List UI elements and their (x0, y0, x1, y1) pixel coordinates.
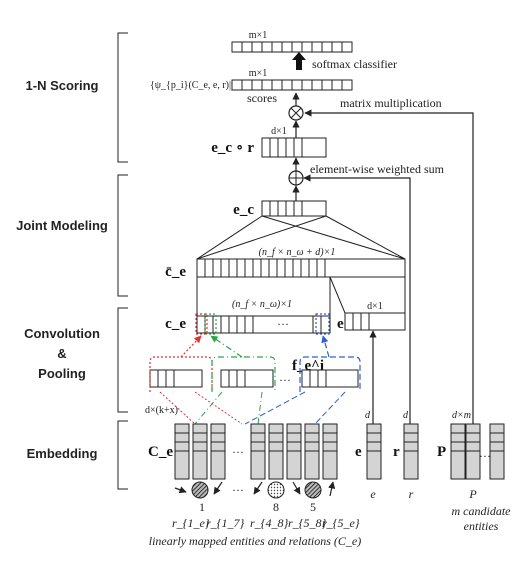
psi-set-label: {ψ_{p_i}(C_e, e, r)|p_i ∈ P} (150, 80, 267, 91)
r-d-label: d (403, 410, 409, 421)
arrow-r-to-sum (303, 174, 411, 424)
conv-lines-red (159, 391, 243, 425)
pool-region-green (211, 356, 276, 392)
r-embedding-column (403, 423, 419, 480)
kernel-dim-label: d×(k+x) (145, 405, 178, 416)
relation-r-sub: r (409, 487, 414, 501)
feature-map-3 (301, 369, 359, 388)
section-label-scoring: 1-N Scoring (26, 78, 99, 93)
pool-highlight-blue (315, 313, 330, 335)
scores-vector (231, 79, 353, 91)
pool-arrow-blue (321, 335, 330, 358)
scores-dim-label: m×1 (249, 68, 267, 79)
relation-r5e: r_{5_e} (322, 516, 360, 530)
relation-r58: r_{5_8} (288, 516, 326, 530)
e-embedding-column (366, 423, 382, 480)
P-label: P (437, 444, 446, 460)
relation-r1e: r_{1_e} (172, 516, 210, 530)
fully-connected-lines (196, 215, 406, 260)
section-label-joint: Joint Modeling (16, 218, 108, 233)
e-dim-label: d×1 (367, 301, 383, 312)
feature-map-2 (220, 369, 274, 388)
Ce-label: C_e (148, 444, 173, 460)
token-num-5: 5 (310, 500, 316, 514)
ce-embedding-columns (174, 423, 338, 480)
token-dots: ··· (232, 483, 244, 497)
ecr-dim-label: d×1 (271, 126, 287, 137)
P-dots: ··· (479, 449, 491, 463)
scores-label: scores (247, 91, 277, 105)
token-num-1: 1 (199, 500, 205, 514)
P-embedding-columns (450, 423, 505, 480)
conv-dim-label: (n_f × n_ω)×1 (232, 299, 292, 310)
ce-label: c_e (165, 316, 186, 332)
relation-r17: r_{1_7} (206, 516, 244, 530)
candidate-label-2: entities (464, 519, 499, 533)
feature-map-dots: ··· (279, 373, 291, 387)
feature-map-1 (149, 369, 203, 388)
ce-bar-vector (196, 258, 406, 278)
E-label: e (355, 444, 362, 460)
section-brackets (117, 32, 128, 490)
pool-region-blue (299, 356, 361, 392)
input-tokens (174, 481, 336, 499)
pool-arrow-red (180, 335, 202, 358)
section-label-embedding: Embedding (27, 446, 98, 461)
P-sub: P (468, 487, 477, 501)
caption: linearly mapped entities and relations (… (149, 534, 362, 548)
e-vector (344, 312, 406, 331)
matrix-mult-label: matrix multiplication (340, 96, 442, 110)
section-label-ampersand: & (57, 346, 66, 361)
section-label-convolution: Convolution (24, 326, 100, 341)
matrix-multiplication-op (288, 105, 304, 121)
pool-arrow-green (210, 335, 243, 358)
softmax-output-vector (231, 41, 353, 53)
token-num-8: 8 (273, 500, 279, 514)
candidate-label-1: m candidate (452, 504, 512, 518)
pool-highlight-green (204, 313, 217, 335)
output-dim-label: m×1 (249, 30, 267, 41)
pool-highlight-red (195, 313, 208, 335)
relation-r48: r_{4_8} (250, 516, 288, 530)
ecr-vector (261, 137, 327, 158)
ec-label: e_c (233, 202, 254, 218)
section-label-pooling: Pooling (38, 366, 86, 381)
weighted-sum-op (288, 170, 304, 186)
conv-lines-blue (244, 391, 346, 425)
elementwise-sum-label: element-wise weighted sum (310, 162, 445, 176)
R-label: r (393, 444, 400, 460)
joint-dim-label: (n_f × n_ω + d)×1 (259, 247, 336, 258)
arrow-P-to-mult (304, 109, 474, 424)
ec-vector (261, 200, 327, 217)
softmax-label: softmax classifier (312, 57, 397, 71)
ce-bar-label: c̄_e (165, 264, 186, 280)
P-dim-label: d×m (452, 410, 471, 421)
conv-lines-green (194, 391, 263, 425)
ce-vector (196, 315, 331, 334)
ce-dots: ··· (277, 317, 289, 331)
entity-e-sub: e (370, 487, 376, 501)
ecr-label: e_c ∘ r (211, 140, 254, 156)
e-box-label: e (337, 316, 344, 332)
embedding-dots: ··· (232, 445, 244, 459)
concat-lines (196, 276, 406, 316)
softmax-up-arrow (292, 52, 306, 70)
e-d-label: d (365, 410, 371, 421)
